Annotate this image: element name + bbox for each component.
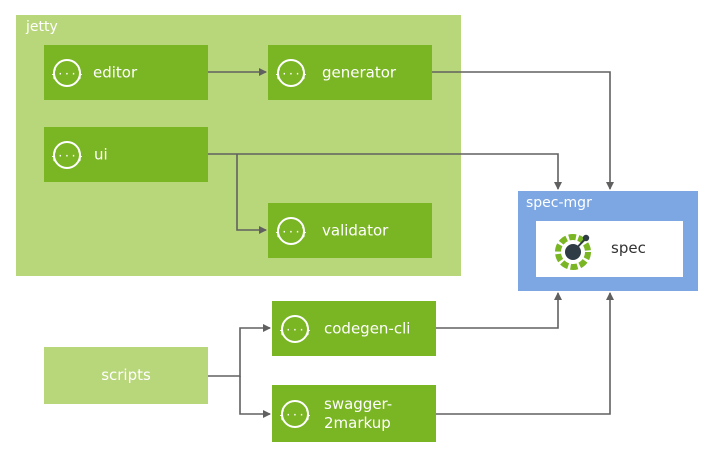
edge-ui-spec: [208, 153, 562, 190]
editor-node[interactable]: {···} editor: [44, 45, 208, 100]
scripts-label: scripts: [101, 366, 151, 384]
swagger2markup-node[interactable]: {···} swagger- 2markup: [272, 385, 436, 442]
svg-text:{···}: {···}: [52, 67, 82, 80]
svg-text:{···}: {···}: [52, 149, 82, 162]
svg-text:{···}: {···}: [280, 408, 310, 421]
edge-scripts-codegen: [208, 324, 271, 377]
validator-node[interactable]: {···} validator: [268, 203, 432, 258]
edge-ui-validator: [236, 154, 267, 234]
code-braces-icon: {···}: [276, 216, 306, 245]
edge-generator-spec: [432, 71, 614, 190]
spec-label: spec: [611, 239, 646, 257]
code-braces-icon: {···}: [280, 314, 310, 343]
code-braces-icon: {···}: [276, 58, 306, 87]
scripts-node[interactable]: scripts: [44, 347, 208, 404]
code-braces-icon: {···}: [52, 140, 82, 169]
validator-label: validator: [322, 221, 389, 239]
generator-node[interactable]: {···} generator: [268, 45, 432, 100]
codegen-cli-node[interactable]: {···} codegen-cli: [272, 301, 436, 356]
ui-label: ui: [94, 145, 108, 163]
spec-mgr-group: spec-mgr spec: [518, 191, 698, 291]
edge-scripts-swagger: [239, 376, 271, 418]
edge-codegen-spec: [436, 292, 562, 329]
spec-mgr-group-label: spec-mgr: [526, 195, 592, 211]
swagger2markup-label: swagger- 2markup: [324, 395, 392, 433]
jetty-group-label: jetty: [26, 19, 58, 35]
spec-node[interactable]: spec: [536, 221, 683, 277]
swagger2markup-label-line2: 2markup: [324, 413, 391, 432]
code-braces-icon: {···}: [280, 399, 310, 428]
svg-text:{···}: {···}: [276, 67, 306, 80]
swagger2markup-label-line1: swagger-: [324, 394, 393, 413]
svg-text:{···}: {···}: [276, 225, 306, 238]
ui-node[interactable]: {···} ui: [44, 127, 208, 182]
svg-text:{···}: {···}: [280, 323, 310, 336]
edge-swagger-spec: [436, 292, 614, 415]
openapi-icon: [555, 234, 591, 270]
generator-label: generator: [322, 63, 397, 81]
codegen-cli-label: codegen-cli: [324, 319, 411, 337]
editor-label: editor: [93, 63, 138, 81]
code-braces-icon: {···}: [52, 58, 82, 87]
